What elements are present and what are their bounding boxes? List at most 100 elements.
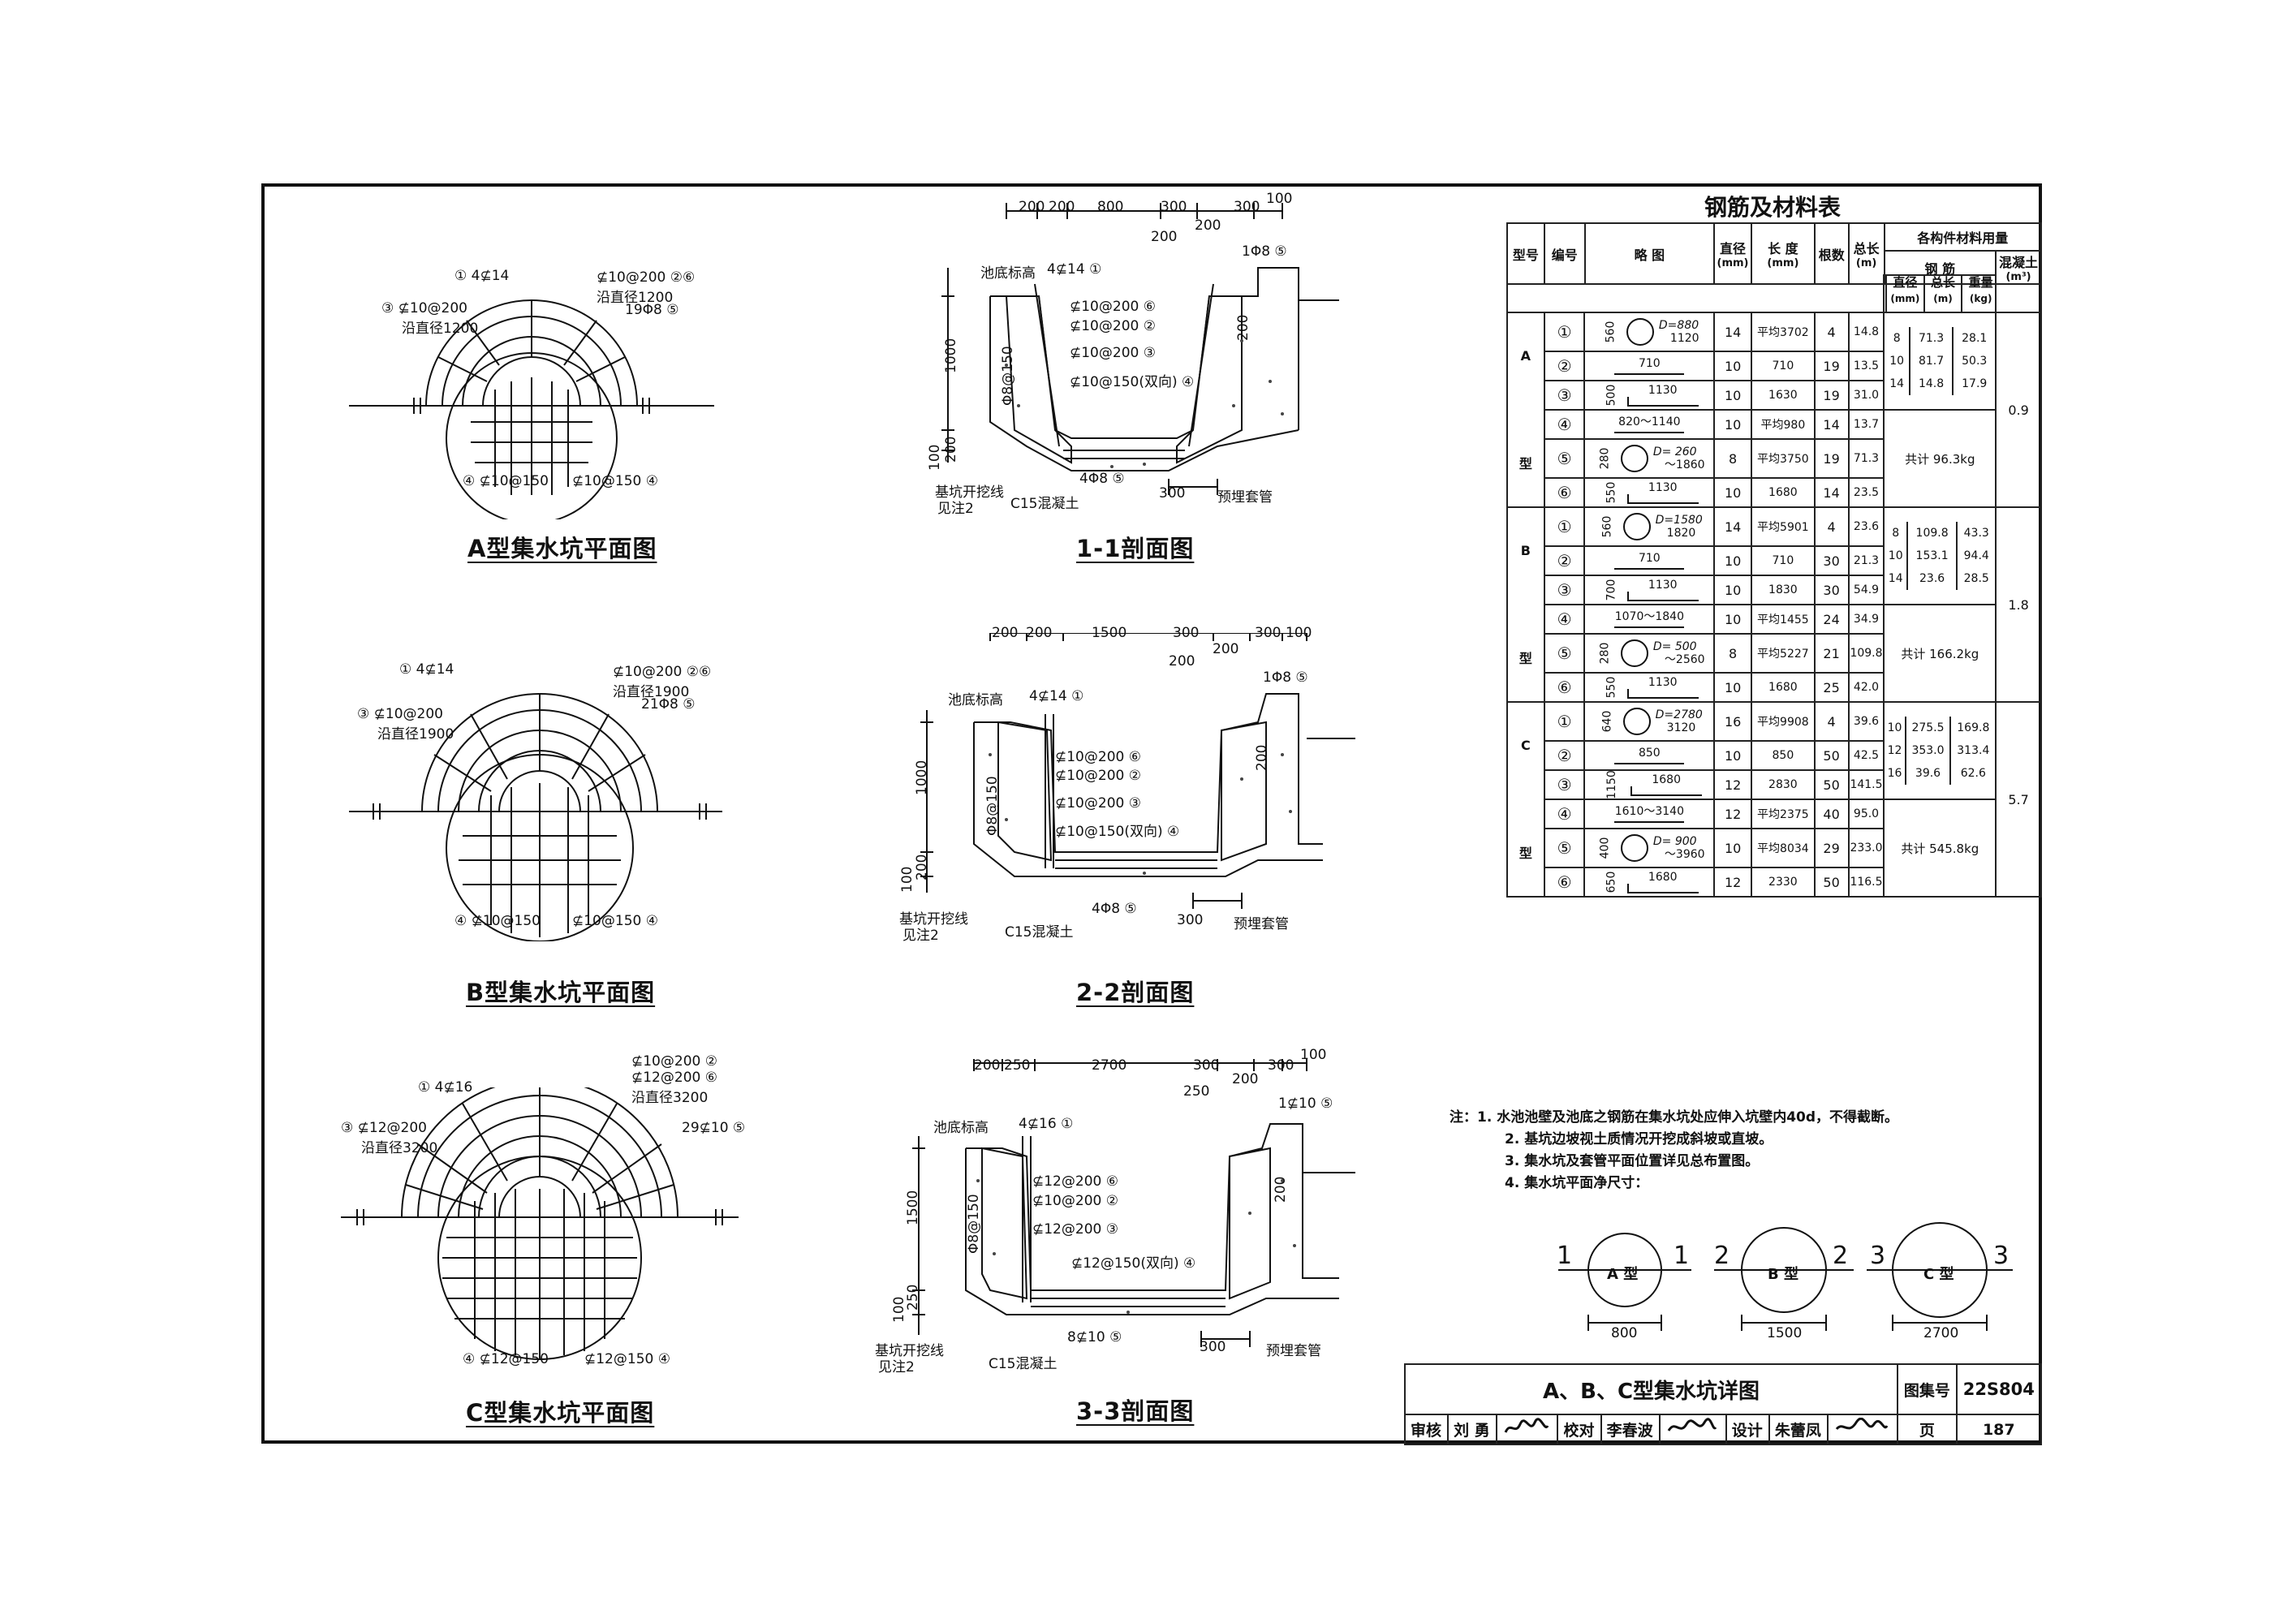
rebar-total-length: 13.5 — [1847, 351, 1885, 381]
plan-b-title: B型集水坑平面图 — [466, 979, 656, 1006]
rebar-diameter: 10 — [1713, 740, 1753, 771]
sketch-length: 1680 — [1648, 871, 1678, 884]
section-3-dim-1: 200 — [974, 1057, 1001, 1074]
title-block: A、B、C型集水坑详图 图集号 22S804 审核 刘 勇 校对 李春波 设计 … — [1403, 1363, 2043, 1445]
plan-b-label-8: ⊈10@150 ④ — [572, 913, 658, 929]
section-1-dim-300: 300 — [1159, 485, 1186, 502]
steel-value: 16 — [1885, 762, 1906, 785]
plan-c-label-9: ⊈12@150 ④ — [584, 1351, 670, 1367]
rebar-diameter: 12 — [1713, 769, 1753, 800]
section-1-see-note: 见注2 — [937, 501, 974, 517]
plan-a-label-4: 19Φ8 ⑤ — [625, 302, 679, 318]
tb-title: A、B、C型集水坑详图 — [1403, 1363, 1899, 1415]
sub-weight-text: 重量 — [1968, 275, 1993, 290]
rebar-number: ③ — [1543, 575, 1586, 605]
rebar-count: 50 — [1813, 867, 1850, 898]
rebar-diameter: 10 — [1713, 351, 1753, 381]
rebar-length: 2330 — [1751, 867, 1816, 898]
bar-shape-icon — [1630, 786, 1703, 796]
rebar-length: 1680 — [1751, 477, 1816, 508]
section-1-right-1: 1Φ8 ⑤ — [1242, 243, 1287, 260]
ring-icon — [1620, 639, 1648, 667]
concrete-volume: 0.9 — [1995, 312, 2042, 508]
section-2-base-2: 100 — [899, 866, 915, 893]
sub-dia-unit: (mm) — [1890, 293, 1920, 304]
rebar-diameter: 8 — [1713, 438, 1753, 479]
section-3-dim-2: 250 — [1004, 1057, 1031, 1074]
section-1-dim-5: 300 — [1234, 199, 1260, 215]
notes: 注：1. 水池池壁及池底之钢筋在集水坑处应伸入坑壁内40d，不得截断。 2. 基… — [1450, 1107, 1898, 1195]
rebar-count: 4 — [1813, 701, 1850, 742]
section-2-phi: Φ8@150 — [984, 776, 1001, 836]
section-3-rebar-6: 8⊈10 ⑤ — [1067, 1329, 1122, 1345]
plan-a-label-7: ④ ⊈10@150 — [463, 473, 549, 489]
hdr-dia-unit: (mm) — [1717, 257, 1749, 269]
rebar-total-length: 54.9 — [1847, 575, 1885, 605]
sketch-height: 560 — [1604, 321, 1618, 343]
steel-total: 共计 96.3kg — [1883, 409, 1997, 508]
plan-b-label-7: ④ ⊈10@150 — [454, 913, 541, 929]
steel-value: 353.0 — [1905, 739, 1952, 762]
type-letter: C — [1521, 737, 1531, 753]
rebar-length: 平均3750 — [1751, 438, 1816, 479]
rebar-total-length: 39.6 — [1847, 701, 1885, 742]
ring-icon — [1620, 445, 1648, 472]
plan-b-drawing — [349, 693, 722, 941]
sketch-length: 1130 — [1648, 579, 1678, 592]
rebar-length: 1630 — [1751, 380, 1816, 411]
pit-size-diagrams — [1558, 1222, 2013, 1331]
steel-value: 28.1 — [1962, 332, 1988, 345]
rebar-sketch: 1610～3140 — [1583, 799, 1716, 829]
section-2-dim-1: 200 — [992, 625, 1019, 641]
pit-a-right: 1 — [1674, 1242, 1690, 1270]
sketch-height: 500 — [1605, 384, 1618, 407]
bar-shape-icon — [1614, 565, 1685, 570]
rebar-diameter: 14 — [1713, 312, 1753, 352]
section-1-rebar-5: ⊈10@150(双向) ④ — [1070, 374, 1195, 390]
bar-shape-icon — [1614, 818, 1685, 823]
rebar-total-length: 71.3 — [1847, 438, 1885, 479]
material-table: 型号 编号 略 图 直径(mm) 长 度(mm) 根数 总长(m) 各构件材料用… — [1506, 222, 2043, 285]
rebar-length: 平均8034 — [1751, 828, 1816, 868]
rebar-total-length: 141.5 — [1847, 769, 1885, 800]
hdr-concrete-text: 混凝土 — [1999, 255, 2039, 270]
steel-value: 14 — [1885, 372, 1910, 395]
rebar-length: 平均2375 — [1751, 799, 1816, 829]
pit-c-left: 3 — [1870, 1242, 1886, 1270]
steel-subheader: 直径(mm) 总长(m) 重量(kg) — [1885, 274, 1999, 312]
hdr-len-text: 长 度 — [1768, 241, 1798, 256]
hdr-total-text: 总长 — [1853, 241, 1880, 256]
section-1-drawing — [941, 203, 1339, 495]
steel-value: 28.5 — [1963, 572, 1989, 585]
sketch-diameter: D= 900 — [1652, 835, 1697, 848]
rebar-count: 30 — [1813, 545, 1850, 576]
rebar-length: 2830 — [1751, 769, 1816, 800]
sketch-height: 560 — [1600, 515, 1614, 538]
rebar-count: 25 — [1813, 672, 1850, 703]
sketch-height: 550 — [1605, 676, 1618, 699]
section-2-rebar-4: ⊈10@200 ③ — [1055, 795, 1141, 812]
plan-b-label-6: 沿直径1900 — [377, 726, 454, 743]
section-3-sleeve: 预埋套管 — [1266, 1343, 1321, 1359]
plan-b-label-5: ③ ⊈10@200 — [357, 706, 443, 722]
section-1-concrete: C15混凝土 — [1010, 496, 1079, 512]
hdr-group: 各构件材料用量 — [1883, 222, 2043, 252]
sub-len-text: 总长 — [1931, 275, 1956, 290]
pit-a-size: 800 — [1611, 1325, 1638, 1341]
sketch-height: 550 — [1605, 481, 1618, 504]
bar-shape-icon — [1614, 623, 1685, 628]
bar-shape-icon — [1614, 370, 1685, 375]
rebar-diameter: 8 — [1713, 633, 1753, 674]
rebar-count: 50 — [1813, 769, 1850, 800]
plan-a-label-8: ⊈10@150 ④ — [572, 473, 658, 489]
rebar-length: 850 — [1751, 740, 1816, 771]
rebar-length: 1680 — [1751, 672, 1816, 703]
type-suffix: 型 — [1518, 455, 1532, 471]
